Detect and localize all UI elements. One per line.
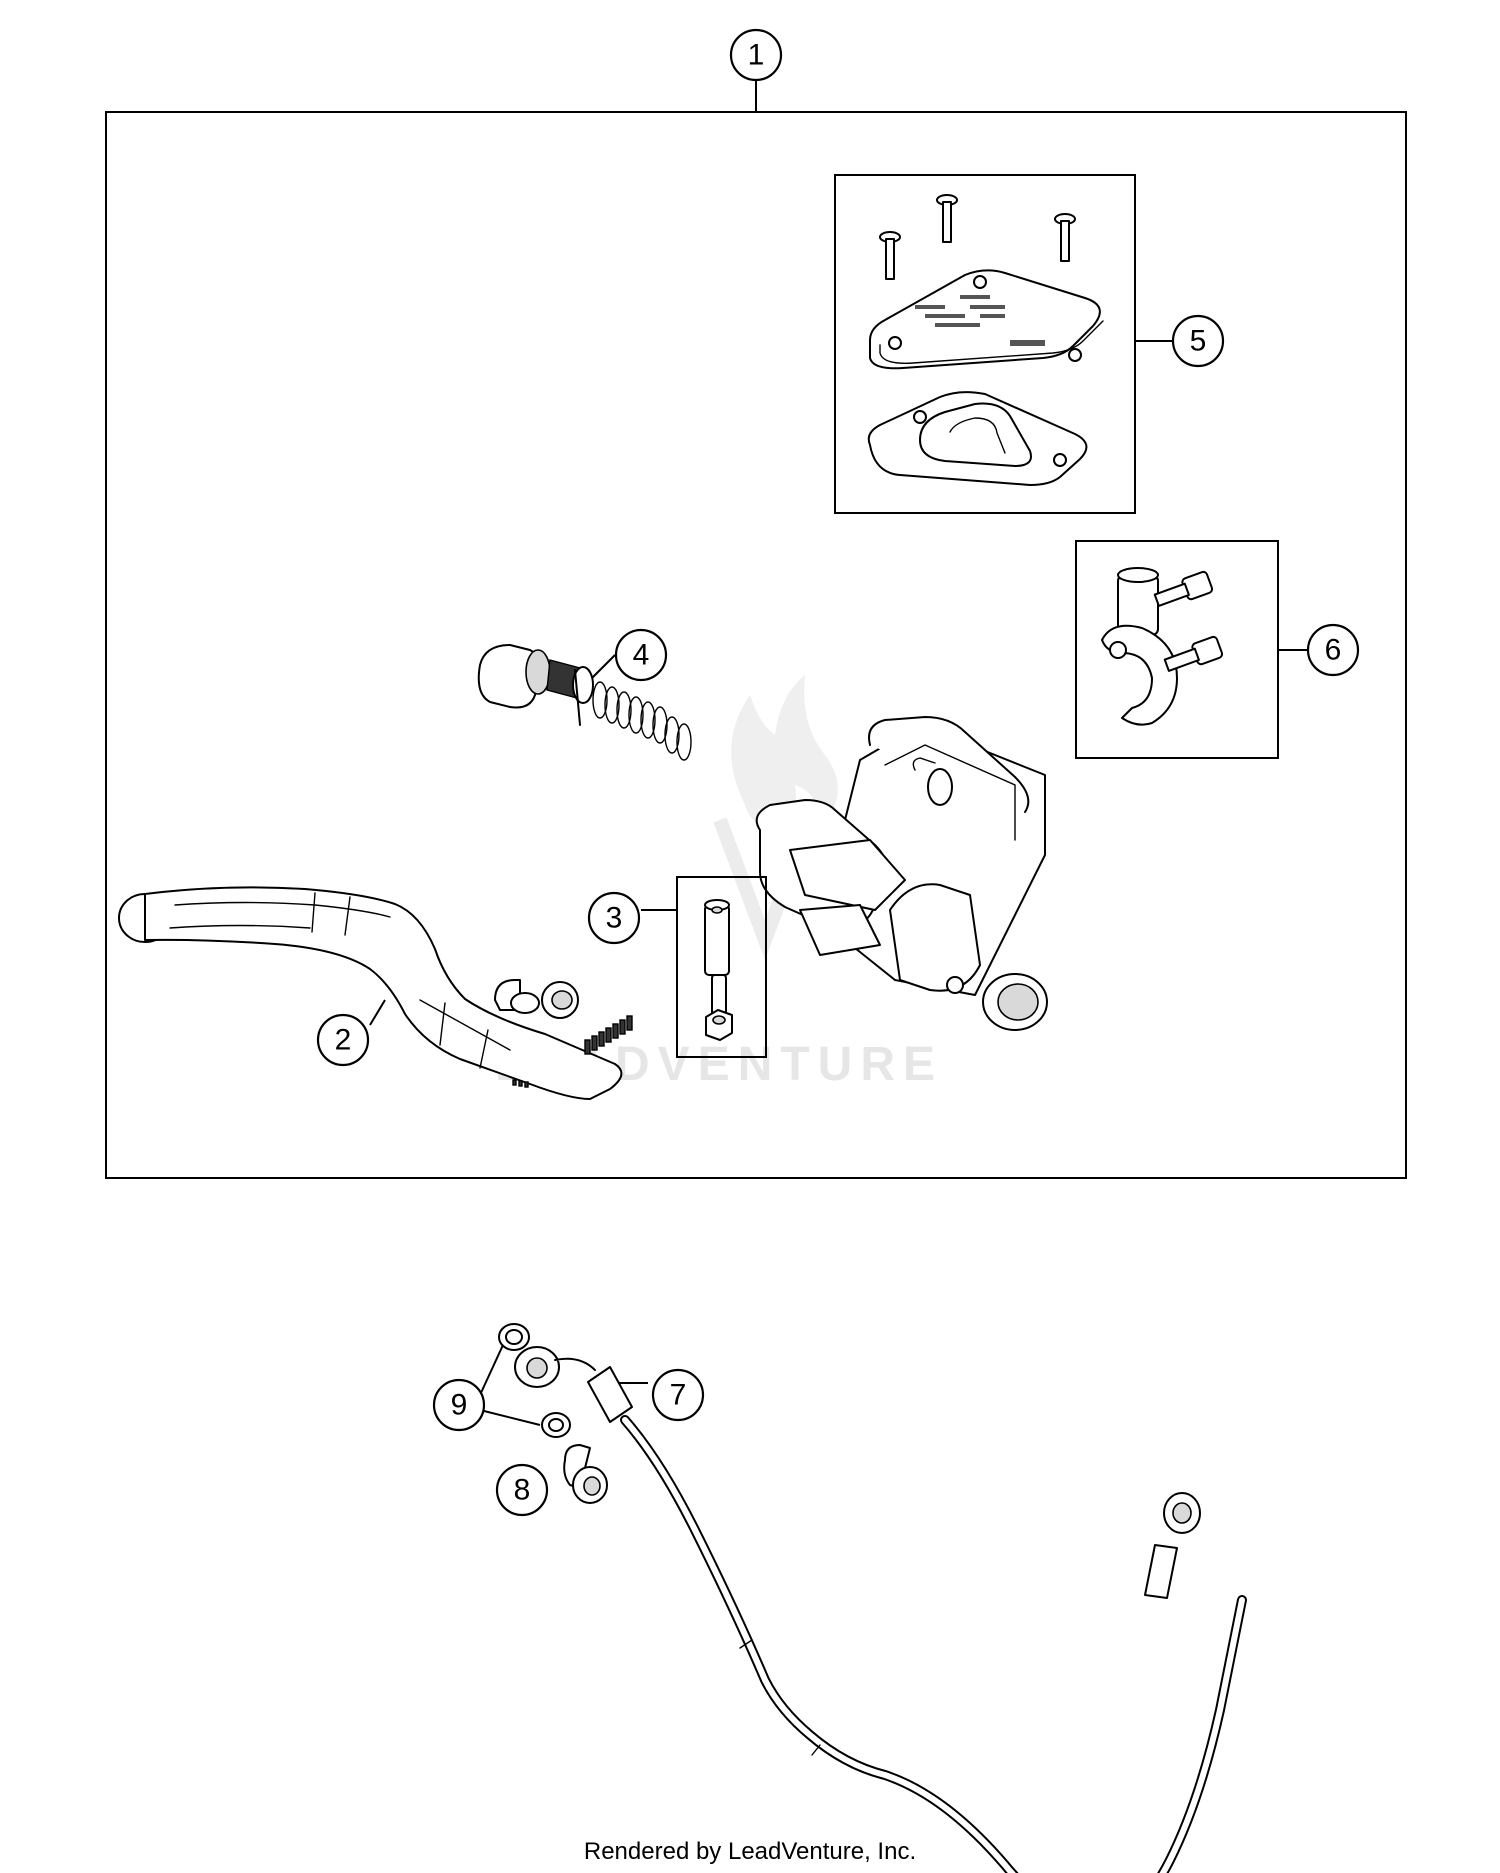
clamp-bolts (1153, 570, 1224, 672)
clamp-kit-box (1075, 540, 1279, 759)
pivot-kit-box (676, 876, 767, 1058)
master-cylinder-body (755, 716, 1048, 1031)
callout-5: 5 (1171, 314, 1225, 368)
cover-kit-box (834, 174, 1136, 514)
callout-9: 9 (432, 1378, 486, 1432)
svg-text:6: 6 (1325, 634, 1342, 667)
svg-text:4: 4 (633, 639, 650, 672)
svg-text:5: 5 (1190, 325, 1207, 358)
callout-3: 3 (587, 891, 641, 945)
pivot-nut (705, 1009, 733, 1041)
piston-spring (477, 644, 692, 761)
svg-text:8: 8 (514, 1474, 531, 1507)
callout-8: 8 (495, 1463, 549, 1517)
callout-7: 7 (651, 1368, 705, 1422)
reservoir-cover (869, 269, 1104, 370)
reservoir-diaphragm (867, 391, 1088, 486)
callout-6: 6 (1306, 623, 1360, 677)
callout-1: 1 (729, 28, 783, 82)
cover-screws (879, 194, 1076, 280)
svg-text:9: 9 (451, 1389, 468, 1422)
svg-text:1: 1 (748, 39, 765, 72)
callout-2: 2 (316, 1013, 370, 1067)
clutch-hose (514, 1346, 1247, 1873)
svg-text:7: 7 (670, 1379, 687, 1412)
svg-text:2: 2 (335, 1024, 352, 1057)
callout-4: 4 (614, 628, 668, 682)
clutch-lever (118, 886, 633, 1100)
sealing-washers (498, 1323, 571, 1438)
pivot-pin (704, 899, 730, 1024)
footer-credit: Rendered by LeadVenture, Inc. (583, 1838, 917, 1865)
banjo-bolt (563, 1444, 608, 1504)
svg-text:3: 3 (606, 902, 623, 935)
handlebar-clamp (1101, 567, 1178, 726)
